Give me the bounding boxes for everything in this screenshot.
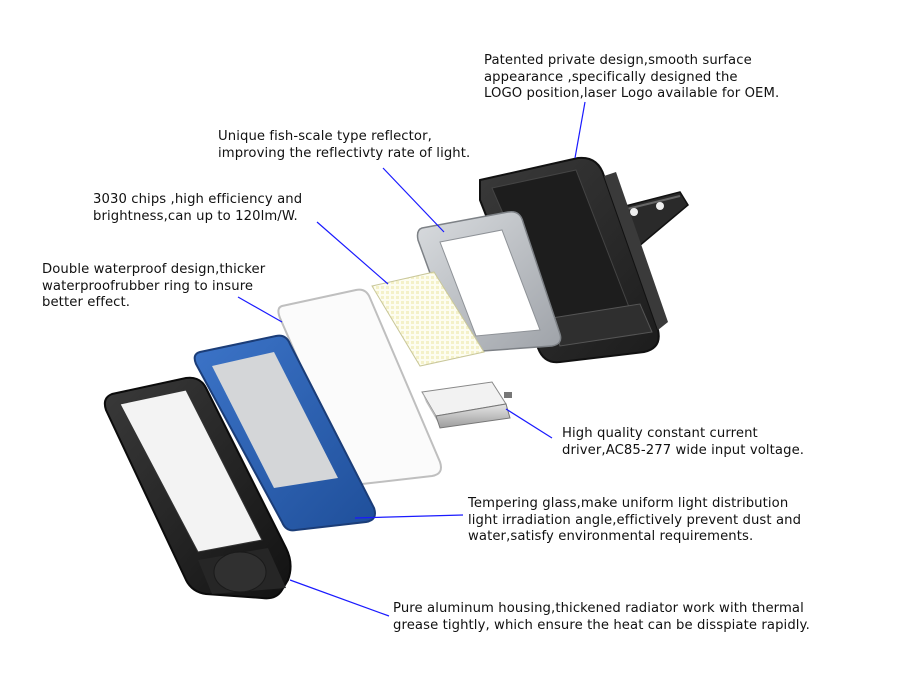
power-driver xyxy=(421,381,512,429)
tempered-glass xyxy=(193,334,376,532)
led-chip-board xyxy=(371,271,485,367)
front-aluminum-housing xyxy=(103,376,292,600)
leader-line-chips xyxy=(316,221,389,285)
leader-lines xyxy=(237,101,586,617)
annotation-glass: Tempering glass,make uniform light distr… xyxy=(468,496,802,544)
leader-line-housing xyxy=(289,579,390,617)
annotation-housing: Pure aluminum housing,thickened radiator… xyxy=(393,601,810,633)
waterproof-rubber-ring xyxy=(277,288,442,486)
annotation-reflector: Unique fish-scale type reflector, improv… xyxy=(218,129,471,161)
annotation-waterproof: Double waterproof design,thicker waterpr… xyxy=(42,262,266,310)
annotation-logo-design: Patented private design,smooth surface a… xyxy=(484,53,780,101)
leader-line-waterproof xyxy=(237,296,283,323)
leader-line-driver xyxy=(505,408,553,439)
annotation-driver: High quality constant current driver,AC8… xyxy=(562,426,805,458)
leader-line-reflector xyxy=(382,167,445,233)
leader-line-glass xyxy=(354,514,464,519)
leader-line-logo xyxy=(574,101,586,159)
annotation-chips: 3030 chips ,high efficiency and brightne… xyxy=(93,192,303,224)
